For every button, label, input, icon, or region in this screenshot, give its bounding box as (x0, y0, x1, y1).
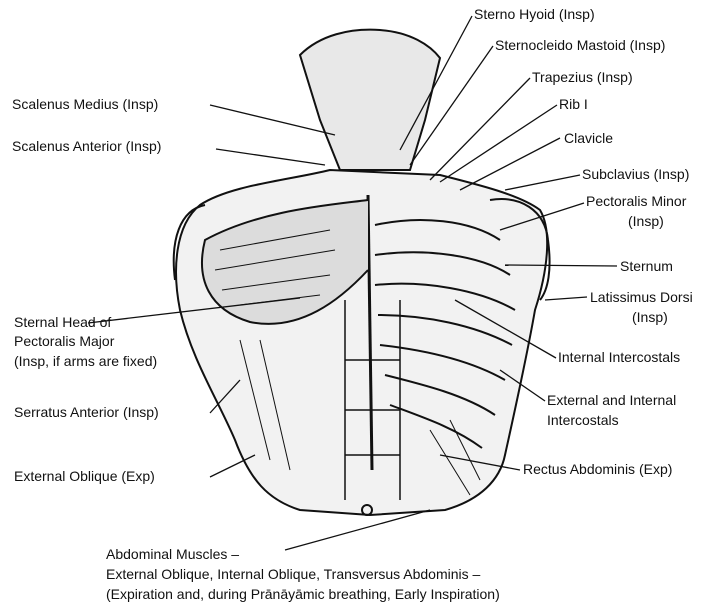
label-latissimus-dorsi-1: Latissimus Dorsi (590, 289, 693, 306)
label-scalenus-medius: Scalenus Medius (Insp) (12, 96, 158, 113)
label-sterno-hyoid: Sterno Hyoid (Insp) (474, 6, 595, 23)
label-external-oblique: External Oblique (Exp) (14, 468, 155, 485)
label-sternal-head-2: Pectoralis Major (14, 333, 114, 350)
label-external-internal-1: External and Internal (547, 392, 676, 409)
label-sternal-head-3: (Insp, if arms are fixed) (14, 353, 157, 370)
caption-line-3: (Expiration and, during Prānāyāmic breat… (106, 584, 500, 604)
caption-line-2: External Oblique, Internal Oblique, Tran… (106, 564, 500, 584)
label-internal-intercostals: Internal Intercostals (558, 349, 680, 366)
label-serratus-anterior: Serratus Anterior (Insp) (14, 404, 159, 421)
label-rib-i: Rib I (559, 96, 588, 113)
label-subclavius: Subclavius (Insp) (582, 166, 689, 183)
caption: Abdominal Muscles – External Oblique, In… (106, 544, 500, 604)
label-scalenus-anterior: Scalenus Anterior (Insp) (12, 138, 161, 155)
torso-outline (174, 30, 550, 515)
label-sternum: Sternum (620, 258, 673, 275)
label-latissimus-dorsi-2: (Insp) (632, 309, 668, 326)
label-external-internal-2: Intercostals (547, 412, 619, 429)
label-pectoralis-minor-2: (Insp) (628, 213, 664, 230)
label-clavicle: Clavicle (564, 130, 613, 147)
caption-line-1: Abdominal Muscles – (106, 544, 500, 564)
label-pectoralis-minor-1: Pectoralis Minor (586, 193, 686, 210)
label-trapezius: Trapezius (Insp) (532, 69, 633, 86)
label-sternocleido-mastoid: Sternocleido Mastoid (Insp) (495, 37, 665, 54)
label-sternal-head-1: Sternal Head of (14, 314, 111, 331)
label-rectus-abdominis: Rectus Abdominis (Exp) (523, 461, 672, 478)
